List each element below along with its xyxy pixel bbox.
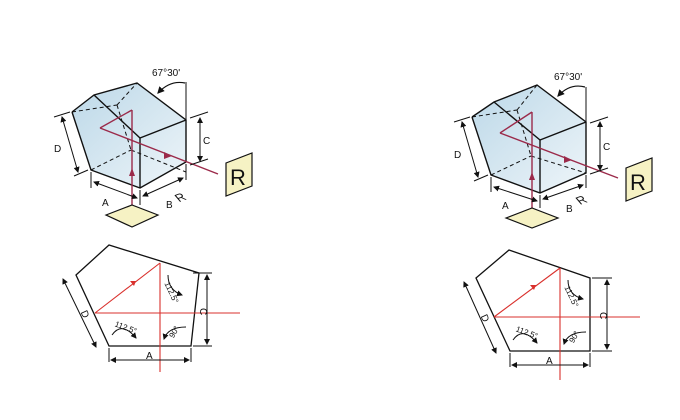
bottom-placard (104, 204, 160, 228)
svg-text:90°: 90° (567, 329, 581, 344)
svg-text:R: R (172, 191, 189, 205)
side-placard-letter: R (630, 170, 646, 195)
top-angle-label: 67°30' (152, 68, 180, 79)
dim-b-label: B (166, 200, 173, 211)
svg-text:90°: 90° (167, 324, 181, 339)
svg-text:112.5°: 112.5° (114, 320, 138, 336)
right-2d-plan: D A C 112.5° 112.5° 90° (463, 249, 640, 380)
svg-text:112.5°: 112.5° (515, 325, 539, 341)
svg-text:C: C (597, 312, 608, 319)
svg-text:R: R (573, 193, 590, 207)
svg-text:D: D (478, 313, 491, 324)
prism-body (72, 83, 186, 188)
svg-text:C: C (197, 308, 208, 315)
dim-c-label: C (203, 136, 210, 147)
dim-c-label: C (603, 142, 610, 153)
dim-a-label: A (502, 201, 509, 212)
left-2d-plan: D A C 112.5° 112.5° 90° (62, 244, 240, 372)
dim-a-label: A (102, 198, 109, 209)
top-angle-label: 67°30' (554, 72, 582, 83)
side-placard-letter: R (230, 165, 246, 190)
dim-b-label: B (566, 204, 573, 215)
svg-text:A: A (546, 356, 553, 367)
dim-d-label: D (454, 150, 461, 161)
svg-text:A: A (146, 351, 153, 362)
left-3d-prism: 67°30' C D A B R R (53, 68, 253, 228)
side-placard (225, 152, 253, 197)
svg-text:D: D (78, 309, 91, 320)
side-placard (625, 157, 653, 202)
bottom-placard (504, 207, 560, 229)
dim-d-label: D (54, 144, 61, 155)
right-3d-prism: 67°30' C D A B R R (453, 72, 653, 229)
prism-body (472, 85, 586, 193)
